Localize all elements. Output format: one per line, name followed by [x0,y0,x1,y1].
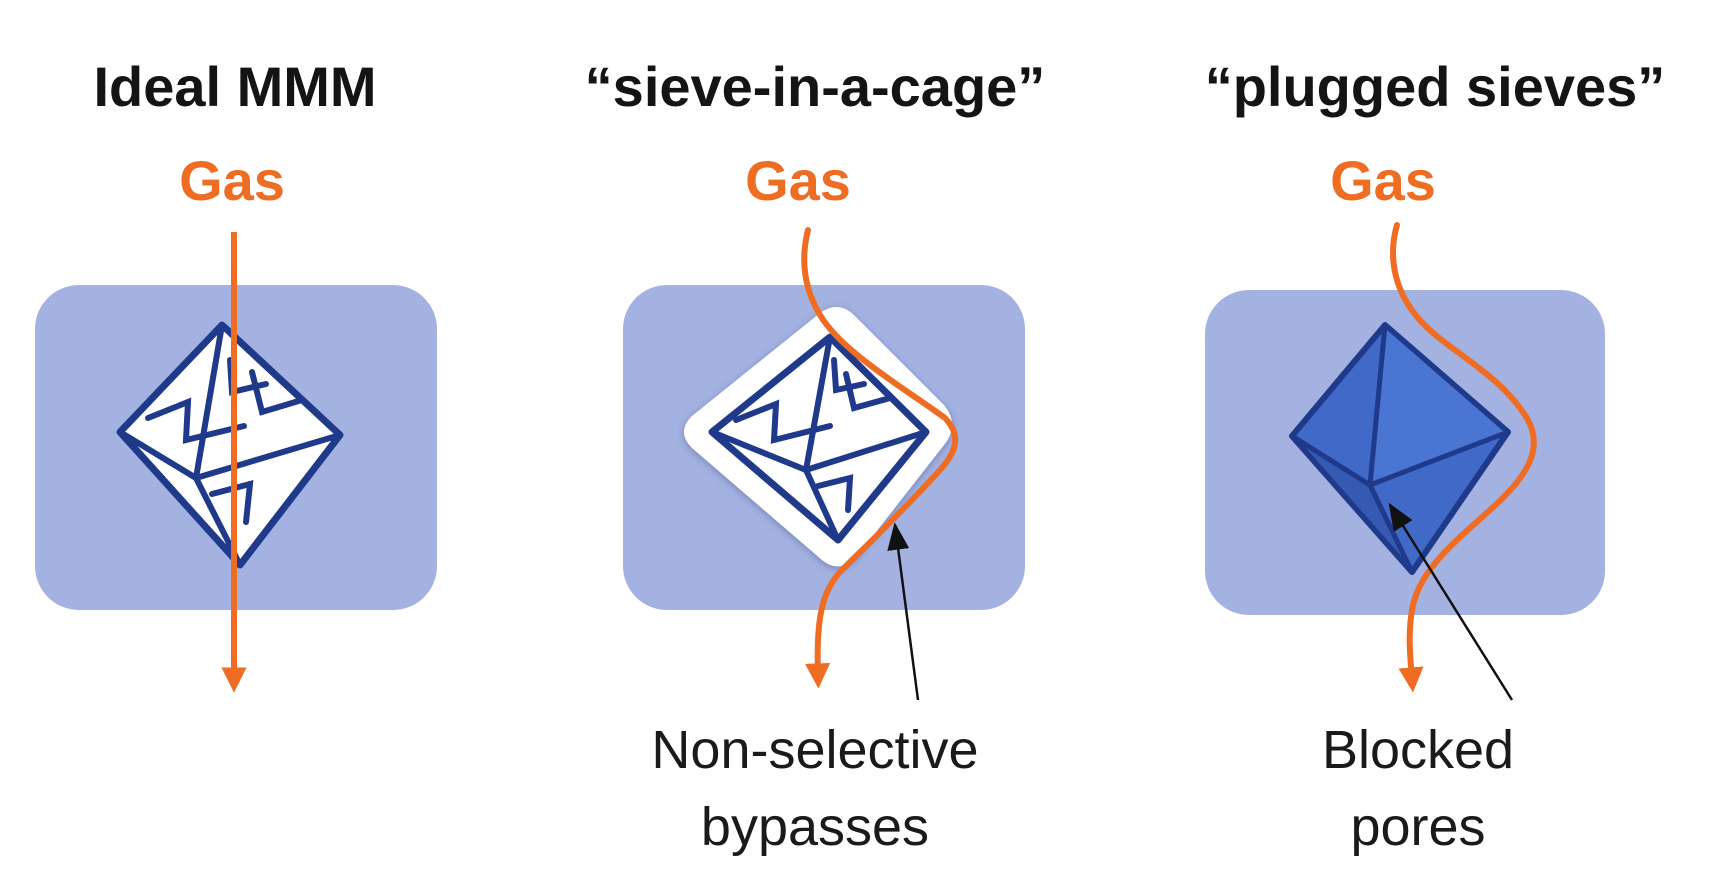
panel-sieve-in-a-cage: “sieve-in-a-cage” Gas Non-selective bypa… [585,55,1046,857]
panel-title: “sieve-in-a-cage” [585,55,1046,118]
caged-octahedron-icon [708,333,930,544]
open-octahedron-icon [116,321,344,569]
blocked-pointer-arrow [1388,502,1514,701]
callout-line-2: pores [1350,797,1485,857]
gas-label: Gas [745,149,851,212]
gas-label: Gas [179,149,285,212]
callout-line-1: Non-selective [651,720,978,780]
bypass-pointer-arrow [887,522,920,701]
panel-ideal-mmm: Ideal MMM Gas [35,55,437,693]
gas-path-bypass [801,227,959,689]
callout-line-2: bypasses [701,797,929,857]
panel-plugged-sieves: “plugged sieves” Gas Blocked pores [1205,55,1666,857]
panel-title: Ideal MMM [93,55,376,118]
gas-label: Gas [1330,149,1436,212]
gas-path-deflected [1390,222,1537,693]
callout-line-1: Blocked [1322,720,1514,780]
panel-title: “plugged sieves” [1205,55,1666,118]
